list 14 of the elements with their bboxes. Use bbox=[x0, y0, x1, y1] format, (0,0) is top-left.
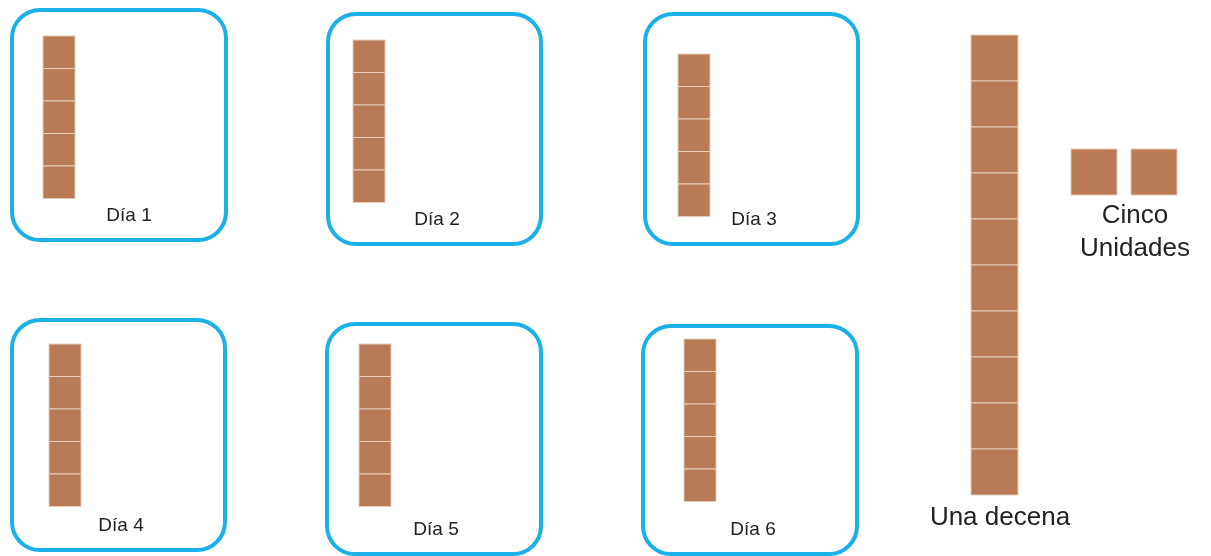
day-label: Día 5 bbox=[413, 518, 459, 540]
day-label: Día 2 bbox=[414, 208, 460, 230]
caption: Una decena bbox=[928, 500, 1072, 533]
day-card bbox=[326, 12, 543, 246]
day-label: Día 1 bbox=[106, 204, 152, 226]
day-card bbox=[641, 324, 859, 556]
day-label: Día 3 bbox=[731, 208, 777, 230]
day-card bbox=[10, 318, 227, 552]
day-label: Día 6 bbox=[730, 518, 776, 540]
day-card bbox=[325, 322, 543, 556]
day-label: Día 4 bbox=[98, 514, 144, 536]
day-card bbox=[10, 8, 228, 242]
day-card bbox=[643, 12, 860, 246]
caption: Cinco Unidades bbox=[1079, 198, 1191, 264]
